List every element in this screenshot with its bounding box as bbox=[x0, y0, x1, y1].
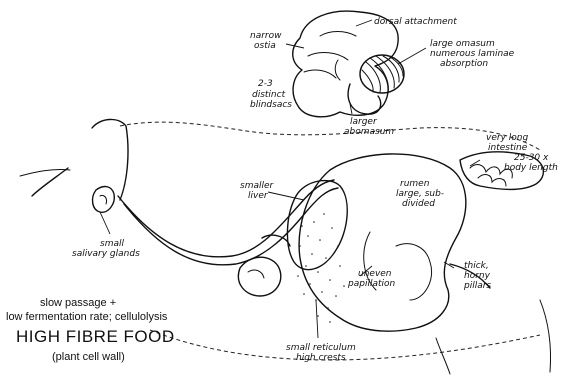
label-large-omasum-line1: large omasum bbox=[430, 39, 495, 49]
label-large-omasum-line3: absorption bbox=[440, 59, 488, 69]
label-pillars-line2: horny bbox=[464, 271, 491, 281]
label-narrow-ostia-line2: ostia bbox=[254, 41, 276, 51]
label-salivary-line2: salivary glands bbox=[72, 249, 140, 259]
label-pillars-line3: pillars bbox=[463, 281, 491, 291]
label-blindsacs-line2: distinct bbox=[252, 90, 286, 100]
labels: dorsal attachment narrow ostia large oma… bbox=[6, 17, 558, 363]
label-rumen-line1: rumen bbox=[400, 179, 430, 189]
label-intestine-line1: very long bbox=[486, 133, 528, 143]
label-dorsal-attachment: dorsal attachment bbox=[374, 17, 457, 27]
label-large-omasum-line2: numerous laminae bbox=[430, 49, 515, 59]
label-slow-passage: slow passage + bbox=[40, 297, 116, 309]
label-intestine-line2: intestine bbox=[488, 143, 528, 153]
label-intestine-line3: 25-30 x bbox=[514, 153, 549, 163]
label-rumen-line3: divided bbox=[402, 199, 435, 209]
label-larger-abomasum-line2: abomasum bbox=[344, 127, 394, 137]
reticulum-stipple bbox=[297, 213, 345, 323]
abomasum-shape bbox=[348, 84, 381, 114]
label-intestine-line4: body length bbox=[504, 163, 558, 173]
liver-shape bbox=[287, 181, 347, 270]
salivary-gland-shape bbox=[93, 187, 115, 213]
label-plant-cell-wall: (plant cell wall) bbox=[52, 351, 125, 363]
label-reticulum-line1: small reticulum bbox=[286, 343, 356, 353]
label-rumen-line2: large, sub- bbox=[396, 189, 444, 199]
label-smaller-liver-line1: smaller bbox=[240, 181, 275, 191]
label-blindsacs-line1: 2-3 bbox=[258, 79, 273, 89]
label-smaller-liver-line2: liver bbox=[248, 191, 269, 201]
label-uneven-line2: papillation bbox=[347, 279, 395, 289]
label-reticulum-line2: high crests bbox=[296, 353, 346, 363]
label-pillars-line1: thick, bbox=[464, 261, 489, 271]
reticulum-shape bbox=[238, 257, 280, 296]
label-blindsacs-line3: blindsacs bbox=[250, 100, 292, 110]
label-salivary-line1: small bbox=[100, 239, 124, 249]
label-larger-abomasum-line1: larger bbox=[350, 117, 378, 127]
label-narrow-ostia-line1: narrow bbox=[250, 31, 282, 41]
label-high-fibre-food: HIGH FIBRE FOOD bbox=[16, 327, 175, 346]
label-uneven-line1: uneven bbox=[358, 269, 392, 279]
label-fermentation-rate: low fermentation rate; cellulolysis bbox=[6, 311, 168, 323]
